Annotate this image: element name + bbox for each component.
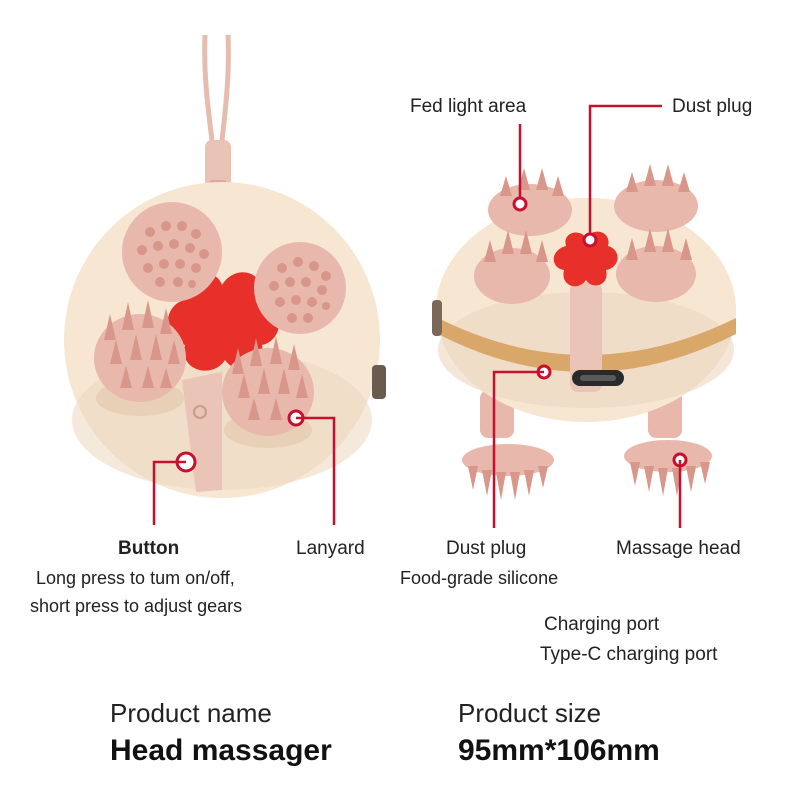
side-knob <box>372 365 386 399</box>
button-desc-line1: Long press to tum on/off, <box>36 568 235 588</box>
charging-port-title: Charging port <box>544 614 660 635</box>
massage-pads-right <box>474 180 698 304</box>
red-light-area <box>167 272 280 371</box>
callout-fed-light <box>512 124 528 212</box>
left-massager <box>64 34 386 525</box>
product-size-label: Product size <box>458 698 602 728</box>
fed-light-area-label: Fed light area <box>410 96 527 117</box>
massage-pad-bottom-left <box>94 300 186 416</box>
dust-plug-bottom-desc: Food-grade silicone <box>400 568 559 588</box>
button-desc-line2: short press to adjust gears <box>30 596 243 616</box>
right-massager <box>432 104 736 528</box>
red-light-area-right <box>553 231 618 287</box>
massage-head-label: Massage head <box>616 538 741 559</box>
charging-port-desc: Type-C charging port <box>540 644 718 665</box>
callout-lanyard <box>287 409 336 525</box>
product-name-value: Head massager <box>110 734 332 767</box>
lanyard-cord <box>202 34 231 194</box>
product-name-label: Product name <box>110 698 272 728</box>
dust-plug-bottom-title: Dust plug <box>446 538 527 559</box>
dust-plug-top-label: Dust plug <box>672 96 753 117</box>
front-strip-right <box>570 282 602 392</box>
callout-massage-head <box>672 452 688 528</box>
lanyard-label: Lanyard <box>296 538 365 559</box>
callout-button <box>152 451 197 525</box>
button-title: Button <box>118 538 180 559</box>
product-size-value: 95mm*106mm <box>458 734 660 767</box>
massage-pad-top-right <box>254 242 346 334</box>
massage-pad-top-left <box>122 202 222 302</box>
front-strip <box>182 372 222 492</box>
gold-ring <box>438 318 736 372</box>
callout-dust-plug-top <box>582 104 662 248</box>
callout-dust-plug-bottom <box>492 364 552 528</box>
